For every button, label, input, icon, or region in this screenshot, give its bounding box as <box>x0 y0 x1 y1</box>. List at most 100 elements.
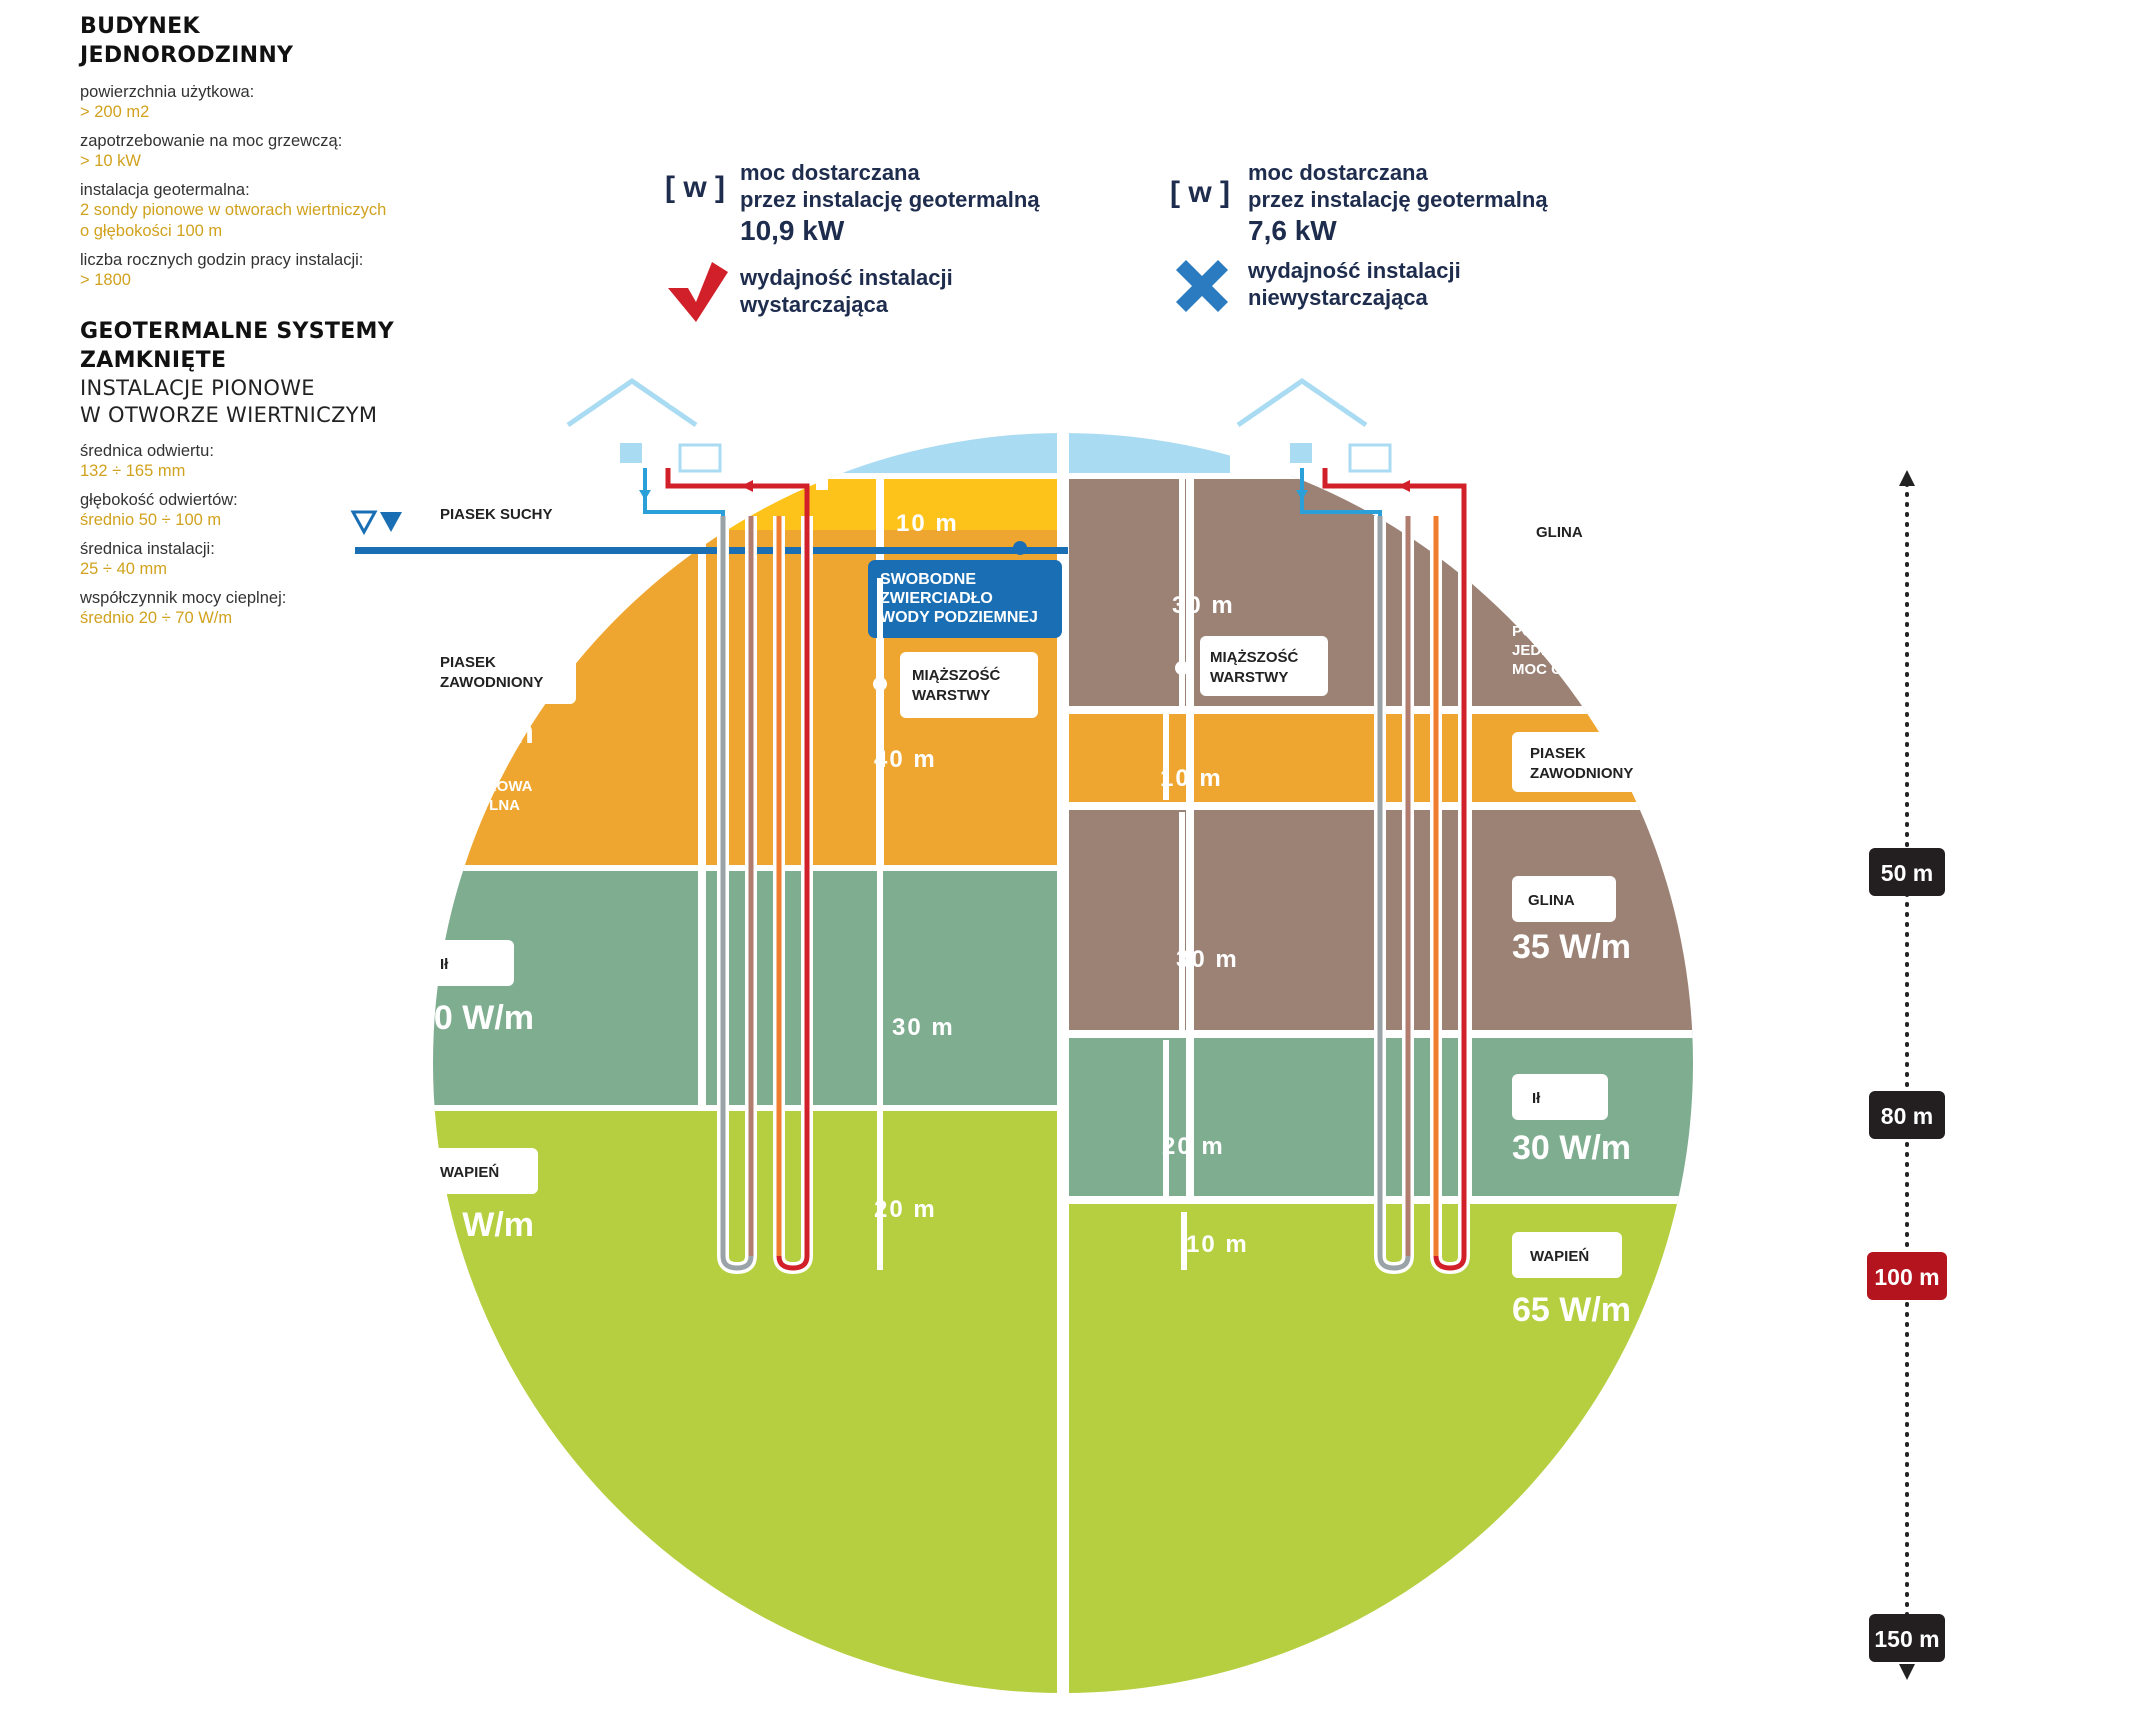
power-label-line: moc dostarczana <box>1248 160 1428 185</box>
layer-power-value: 30 W/m <box>415 999 534 1037</box>
system-item-value: 132 ÷ 165 mm <box>80 462 186 480</box>
system-item-label: średnica instalacji: <box>80 540 215 558</box>
building-item-value: > 200 m2 <box>80 103 150 121</box>
depth-mark-badge <box>1869 1614 1945 1662</box>
arrow-down-icon <box>1899 1664 1915 1680</box>
water-table-label-line: SWOBODNE <box>880 571 976 588</box>
left-tree-icon <box>730 342 876 491</box>
tree-crown <box>1492 384 1544 436</box>
garage <box>678 443 722 473</box>
layer-name-line: PIASEK <box>1530 745 1586 762</box>
layer-name-box <box>418 940 514 986</box>
pipe-bend <box>1377 1255 1411 1271</box>
system-item: średnica instalacji: 25 ÷ 40 mm <box>80 539 500 580</box>
system-subtitle-line: INSTALACJE PIONOWE <box>80 376 315 400</box>
building-item-label: zapotrzebowanie na moc grzewczą: <box>80 132 343 150</box>
unit-power-label-line: POBIERANA <box>1512 623 1602 640</box>
system-title-block: GEOTERMALNE SYSTEMY ZAMKNIĘTE INSTALACJE… <box>80 317 500 429</box>
layer-name-box <box>1512 876 1616 922</box>
system-item-value: średnio 20 ÷ 70 W/m <box>80 609 233 627</box>
depth-mark-badge <box>1869 1091 1945 1139</box>
center-divider <box>1057 433 1069 1693</box>
layer-name-box <box>422 490 584 536</box>
layer-thickness-label: 20 m <box>874 1196 937 1223</box>
pipe-bend <box>720 1255 754 1271</box>
thickness-marker-dot <box>1175 661 1189 675</box>
house-roof-line <box>566 377 698 428</box>
layer-name-line: Ił <box>1532 1090 1541 1107</box>
building-item: zapotrzebowanie na moc grzewczą: > 10 kW <box>80 131 500 172</box>
efficiency-label-line: wystarczająca <box>739 292 889 317</box>
house-window <box>620 443 642 463</box>
flow-arrow-icon <box>639 490 651 500</box>
layer-name-box <box>1512 1074 1608 1120</box>
system-title: GEOTERMALNE SYSTEMY ZAMKNIĘTE <box>80 319 394 373</box>
layer-thickness-label: 30 m <box>892 1014 955 1041</box>
thickness-label-line: MIĄŻSZOŚĆ <box>1210 648 1298 666</box>
power-label-line: moc dostarczana <box>740 160 920 185</box>
house-roof-line <box>1236 377 1368 428</box>
left-layer-band <box>433 868 1063 1108</box>
supply-pipe <box>1322 468 1467 516</box>
layer-name-line: GLINA <box>1536 524 1583 541</box>
bush <box>1398 449 1444 491</box>
building-item-label: liczba rocznych godzin pracy instalacji: <box>80 251 364 269</box>
system-subtitle-line: W OTWORZE WIERTNICZYM <box>80 403 378 427</box>
garage <box>1348 443 1392 473</box>
house-body <box>540 365 724 473</box>
depth-mark-badge <box>1869 848 1945 896</box>
layer-thickness-label: 10 m <box>896 510 959 537</box>
right-borehole-pipes <box>1296 468 1470 1275</box>
thickness-label-box <box>1200 636 1328 696</box>
building-title: BUDYNEK JEDNORODZINNY <box>80 12 500 70</box>
water-table-label-line: ZWIERCIADŁO <box>880 590 993 607</box>
layer-thickness-label: 10 m <box>1160 765 1223 792</box>
efficiency-label-line: niewystarczająca <box>1248 285 1429 310</box>
power-value: 10,9 kW <box>740 215 845 246</box>
building-item-label: instalacja geotermalna: <box>80 181 250 199</box>
ground-line <box>433 473 1693 479</box>
system-item-value: 25 ÷ 40 mm <box>80 560 168 578</box>
thickness-label-line: WARSTWY <box>912 687 990 704</box>
vertical-channel <box>698 476 706 1108</box>
left-layer-separator <box>433 1105 1057 1111</box>
layer-name-line: WAPIEŃ <box>1530 1248 1589 1265</box>
thickness-marker-dot <box>873 677 887 691</box>
layer-name-line: ZAWODNIONY <box>1530 765 1633 782</box>
house-chimney <box>1340 375 1358 405</box>
layer-power-value: 30 W/m <box>1512 1129 1631 1167</box>
w-symbol: [ w ] <box>1170 176 1230 209</box>
unit-power-label-line: JEDNOSTKOWA <box>1512 642 1630 659</box>
right-layer-separator <box>1069 1196 1693 1204</box>
tree-crown <box>768 384 820 436</box>
arrow-up-icon <box>1899 470 1915 486</box>
system-item: głębokość odwiertów: średnio 50 ÷ 100 m <box>80 490 500 531</box>
layer-thickness-label: 40 m <box>874 746 937 773</box>
thickness-label-box <box>900 652 1038 718</box>
water-table-label-line: WODY PODZIEMNEJ <box>880 609 1038 626</box>
house-body <box>1210 365 1394 473</box>
layer-thickness-label: 20 m <box>1162 1133 1225 1160</box>
building-item-value: > 1800 <box>80 271 131 289</box>
right-layer-separator <box>1069 802 1693 810</box>
layer-name-box <box>1512 1232 1622 1278</box>
check-icon <box>668 262 728 322</box>
right-layer-band <box>1063 1200 1693 1693</box>
tree-trunk <box>816 420 828 490</box>
power-label-line: przez instalację geotermalną <box>740 187 1040 212</box>
right-tree-icon <box>1398 342 1544 491</box>
power-value: 7,6 kW <box>1248 215 1337 246</box>
layer-power-value: 70 W/m <box>415 713 534 751</box>
left-borehole-pipes <box>639 468 813 1275</box>
layer-name-box <box>1512 732 1662 792</box>
water-level-icon <box>350 510 378 536</box>
layer-name-line: WAPIEŃ <box>440 1164 499 1181</box>
house-chimney <box>670 375 688 405</box>
flow-arrow-icon <box>1398 480 1410 492</box>
layer-name-line: Ił <box>440 956 449 973</box>
building-item-value: > 10 kW <box>80 152 141 170</box>
system-item-label: średnica odwiertu: <box>80 442 214 460</box>
unit-power-label-line: MOC CIEPLNA <box>415 797 520 814</box>
water-table-dot <box>1013 541 1027 555</box>
